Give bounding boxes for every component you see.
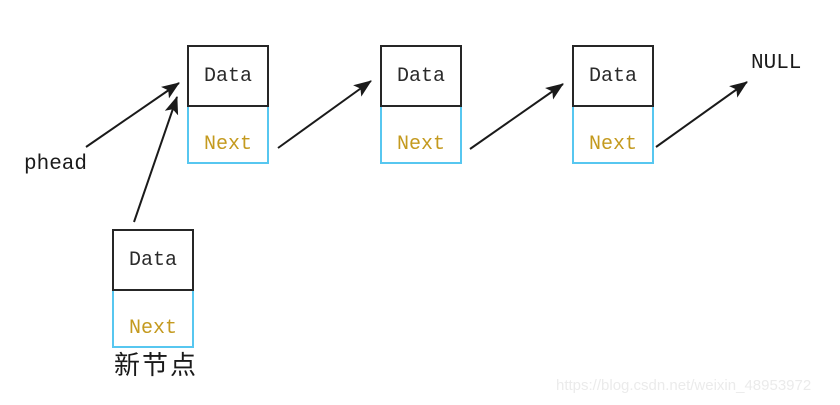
node-1-next-cell: Next [187,105,269,164]
node-new-data-cell: Data [112,229,194,291]
list-node-1: Data Next [187,45,269,164]
node-2-data-cell: Data [380,45,462,107]
null-label: NULL [751,52,802,75]
watermark: https://blog.csdn.net/weixin_48953972 [556,377,812,394]
phead-label: phead [24,153,88,176]
arrow-newnode-to-node1 [133,96,179,223]
arrow-node2-to-node3 [469,83,564,150]
arrow-node3-to-null [655,81,748,148]
arrow-phead-to-node1 [85,82,180,148]
arrow-node1-to-node2 [277,80,372,149]
list-node-2: Data Next [380,45,462,164]
node-3-next-cell: Next [572,105,654,164]
list-node-3: Data Next [572,45,654,164]
node-new-next-cell: Next [112,289,194,348]
node-1-data-cell: Data [187,45,269,107]
new-node-caption: 新节点 [114,350,199,380]
node-2-next-cell: Next [380,105,462,164]
node-3-data-cell: Data [572,45,654,107]
list-node-new: Data Next [112,229,194,348]
